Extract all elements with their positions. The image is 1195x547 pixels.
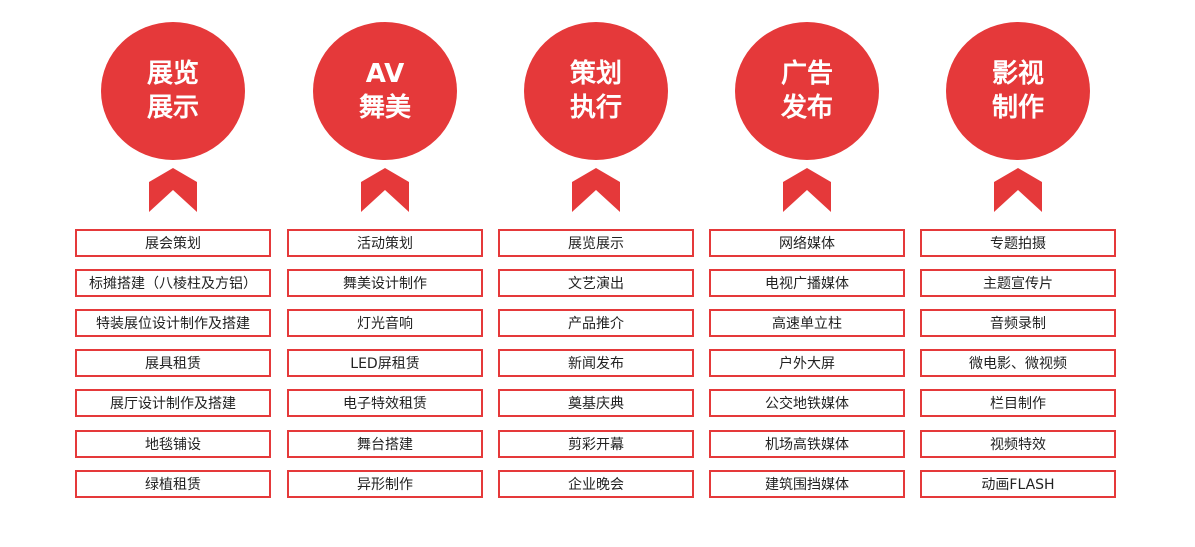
- service-item[interactable]: 户外大屏: [709, 349, 905, 377]
- service-item[interactable]: 专题拍摄: [920, 229, 1116, 257]
- category-circle: 影视制作: [946, 22, 1090, 160]
- chevron-up-icon: [783, 168, 831, 212]
- service-item[interactable]: 产品推介: [498, 309, 694, 337]
- service-item[interactable]: LED屏租赁: [287, 349, 483, 377]
- service-item[interactable]: 展厅设计制作及搭建: [75, 389, 271, 417]
- service-item[interactable]: 微电影、微视频: [920, 349, 1116, 377]
- service-item[interactable]: 机场高铁媒体: [709, 430, 905, 458]
- category-circle: AV 舞美: [313, 22, 457, 160]
- service-item[interactable]: 动画FLASH: [920, 470, 1116, 498]
- category-circle: 展览展示: [101, 22, 245, 160]
- service-item[interactable]: 奠基庆典: [498, 389, 694, 417]
- chevron-up-icon: [572, 168, 620, 212]
- chevron-up-icon: [149, 168, 197, 212]
- service-column: AV 舞美活动策划舞美设计制作灯光音响 LED屏租赁电子特效租赁舞台搭建异形制作: [287, 0, 483, 547]
- service-item[interactable]: 网络媒体: [709, 229, 905, 257]
- category-title-line: AV: [365, 59, 405, 89]
- category-title-line: 影视: [991, 59, 1044, 89]
- service-item[interactable]: 舞美设计制作: [287, 269, 483, 297]
- category-circle: 策划执行: [524, 22, 668, 160]
- service-column: 影视制作专题拍摄主题宣传片音频录制微电影、微视频栏目制作视频特效动画FLASH: [920, 0, 1116, 547]
- service-item[interactable]: 新闻发布: [498, 349, 694, 377]
- category-title-line: 策划: [569, 59, 622, 89]
- category-title-line: 执行: [569, 93, 622, 123]
- service-item[interactable]: 主题宣传片: [920, 269, 1116, 297]
- service-item[interactable]: 特装展位设计制作及搭建: [75, 309, 271, 337]
- service-item[interactable]: 展会策划: [75, 229, 271, 257]
- category-title-line: 舞美: [358, 93, 411, 123]
- service-column: 策划执行展览展示文艺演出产品推介新闻发布奠基庆典剪彩开幕企业晚会: [498, 0, 694, 547]
- category-title-line: 广告: [780, 59, 833, 89]
- service-item[interactable]: 展览展示: [498, 229, 694, 257]
- service-column: 展览展示展会策划标摊搭建（八棱柱及方铝） 特装展位设计制作及搭建展具租赁展厅设计制…: [75, 0, 271, 547]
- service-item[interactable]: 标摊搭建（八棱柱及方铝）: [75, 269, 271, 297]
- service-item[interactable]: 电视广播媒体: [709, 269, 905, 297]
- service-item[interactable]: 音频录制: [920, 309, 1116, 337]
- service-item[interactable]: 异形制作: [287, 470, 483, 498]
- service-item[interactable]: 企业晚会: [498, 470, 694, 498]
- category-circle: 广告发布: [735, 22, 879, 160]
- category-title-line: 展示: [146, 93, 199, 123]
- service-item[interactable]: 活动策划: [287, 229, 483, 257]
- category-title-line: 发布: [780, 93, 833, 123]
- category-title-line: 展览: [146, 59, 199, 89]
- service-item[interactable]: 栏目制作: [920, 389, 1116, 417]
- service-item[interactable]: 舞台搭建: [287, 430, 483, 458]
- chevron-up-icon: [361, 168, 409, 212]
- service-item[interactable]: 剪彩开幕: [498, 430, 694, 458]
- service-column: 广告发布网络媒体电视广播媒体高速单立柱户外大屏公交地铁媒体机场高铁媒体建筑围挡媒…: [709, 0, 905, 547]
- service-item[interactable]: 电子特效租赁: [287, 389, 483, 417]
- service-item[interactable]: 地毯铺设: [75, 430, 271, 458]
- category-title-line: 制作: [991, 93, 1044, 123]
- chevron-up-icon: [994, 168, 1042, 212]
- service-item[interactable]: 建筑围挡媒体: [709, 470, 905, 498]
- service-item[interactable]: 公交地铁媒体: [709, 389, 905, 417]
- service-item[interactable]: 文艺演出: [498, 269, 694, 297]
- service-item[interactable]: 视频特效: [920, 430, 1116, 458]
- service-item[interactable]: 绿植租赁: [75, 470, 271, 498]
- service-item[interactable]: 灯光音响: [287, 309, 483, 337]
- service-item[interactable]: 展具租赁: [75, 349, 271, 377]
- service-item[interactable]: 高速单立柱: [709, 309, 905, 337]
